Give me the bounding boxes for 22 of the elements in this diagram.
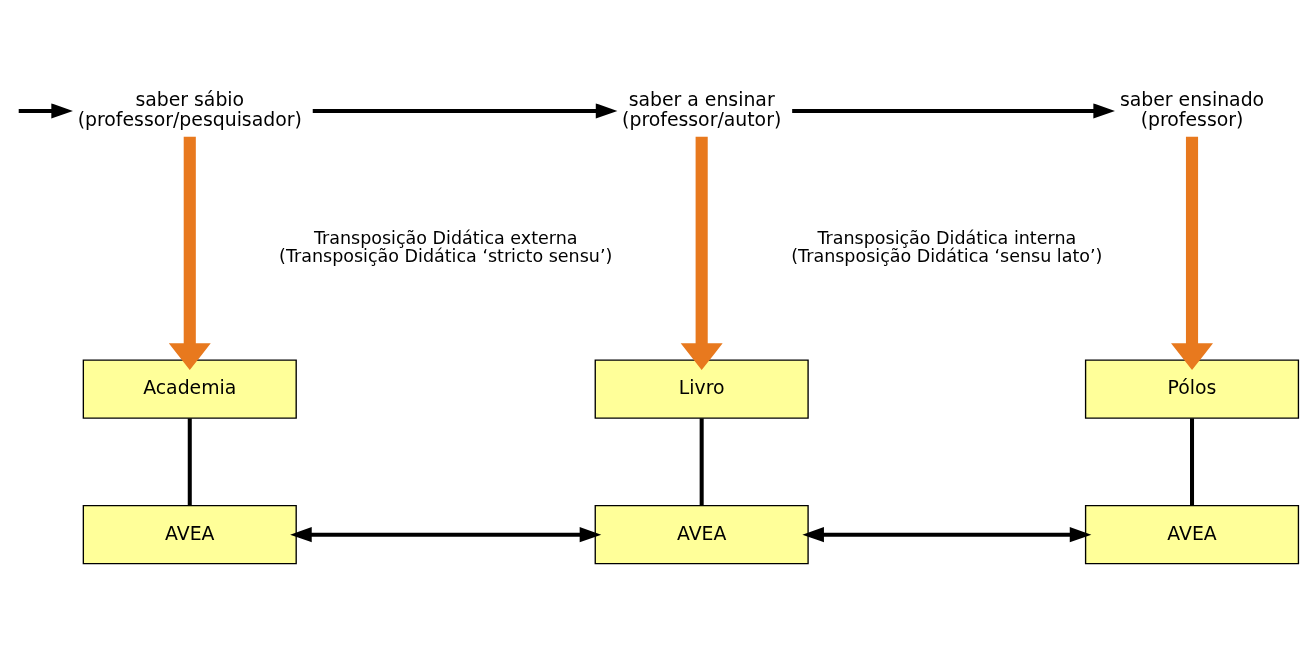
node-box: AVEA [594, 505, 809, 565]
arrow [680, 136, 723, 370]
node-box: Livro [594, 359, 809, 419]
node-box: AVEA [82, 505, 297, 565]
label: Transposição Didática externa (Transposição Didática ‘stricto sensu’) [279, 227, 613, 267]
arrow [792, 103, 1115, 119]
node-text: saber ensinado (professor) [1119, 88, 1265, 131]
connector [1190, 418, 1195, 506]
arrow [1171, 136, 1213, 370]
arrow [312, 103, 618, 119]
node-text: saber sábio (professor/pesquisador) [77, 88, 302, 131]
connector [187, 418, 192, 506]
node-box: Academia [82, 359, 297, 419]
node-text: saber a ensinar (professor/autor) [622, 88, 782, 131]
arrow [290, 527, 602, 543]
arrow [802, 527, 1092, 543]
connector [699, 418, 704, 506]
node-box: AVEA [1084, 505, 1300, 565]
arrow [168, 136, 211, 370]
label: Transposição Didática interna (Transposição Didática ‘sensu lato’) [791, 227, 1103, 267]
arrow [18, 103, 73, 119]
node-box: Pólos [1084, 359, 1300, 419]
